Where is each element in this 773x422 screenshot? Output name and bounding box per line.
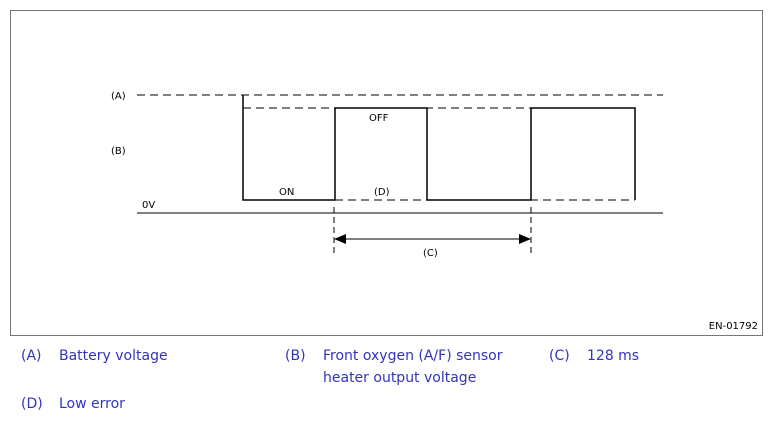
legend-item-a: (A) Battery voltage — [21, 345, 168, 367]
legend-key-c: (C) — [549, 348, 570, 364]
legend-item-b: (B) Front oxygen (A/F) sensor heater out… — [285, 345, 503, 386]
label-a: (A) — [111, 91, 126, 102]
label-on: ON — [279, 187, 294, 198]
waveform-figure: (A) (B) 0V OFF ON (D) (C) EN-01792 — [10, 10, 763, 336]
legend-text-b-line2: heater output voltage — [323, 370, 477, 386]
label-zero-volt: 0V — [142, 200, 155, 211]
legend-text-c: 128 ms — [587, 348, 640, 364]
legend-key-b: (B) — [285, 348, 306, 364]
label-d: (D) — [374, 187, 390, 198]
legend-text-b: Front oxygen (A/F) sensor — [323, 348, 503, 364]
legend-key-a: (A) — [21, 348, 42, 364]
label-c: (C) — [423, 248, 438, 259]
legend-item-c: (C) 128 ms — [549, 345, 639, 367]
legend-key-d: (D) — [21, 396, 43, 412]
label-b: (B) — [111, 146, 126, 157]
figure-id: EN-01792 — [708, 321, 758, 332]
legend-text-a: Battery voltage — [59, 348, 168, 364]
period-arrow-right-head — [519, 234, 531, 244]
period-arrow-left-head — [334, 234, 346, 244]
legend-text-d: Low error — [59, 396, 125, 412]
waveform-diagram: (A) (B) 0V OFF ON (D) (C) — [111, 91, 663, 259]
heater-voltage-waveform — [242, 95, 636, 201]
label-off: OFF — [369, 113, 389, 124]
legend-item-d: (D) Low error — [21, 393, 125, 415]
